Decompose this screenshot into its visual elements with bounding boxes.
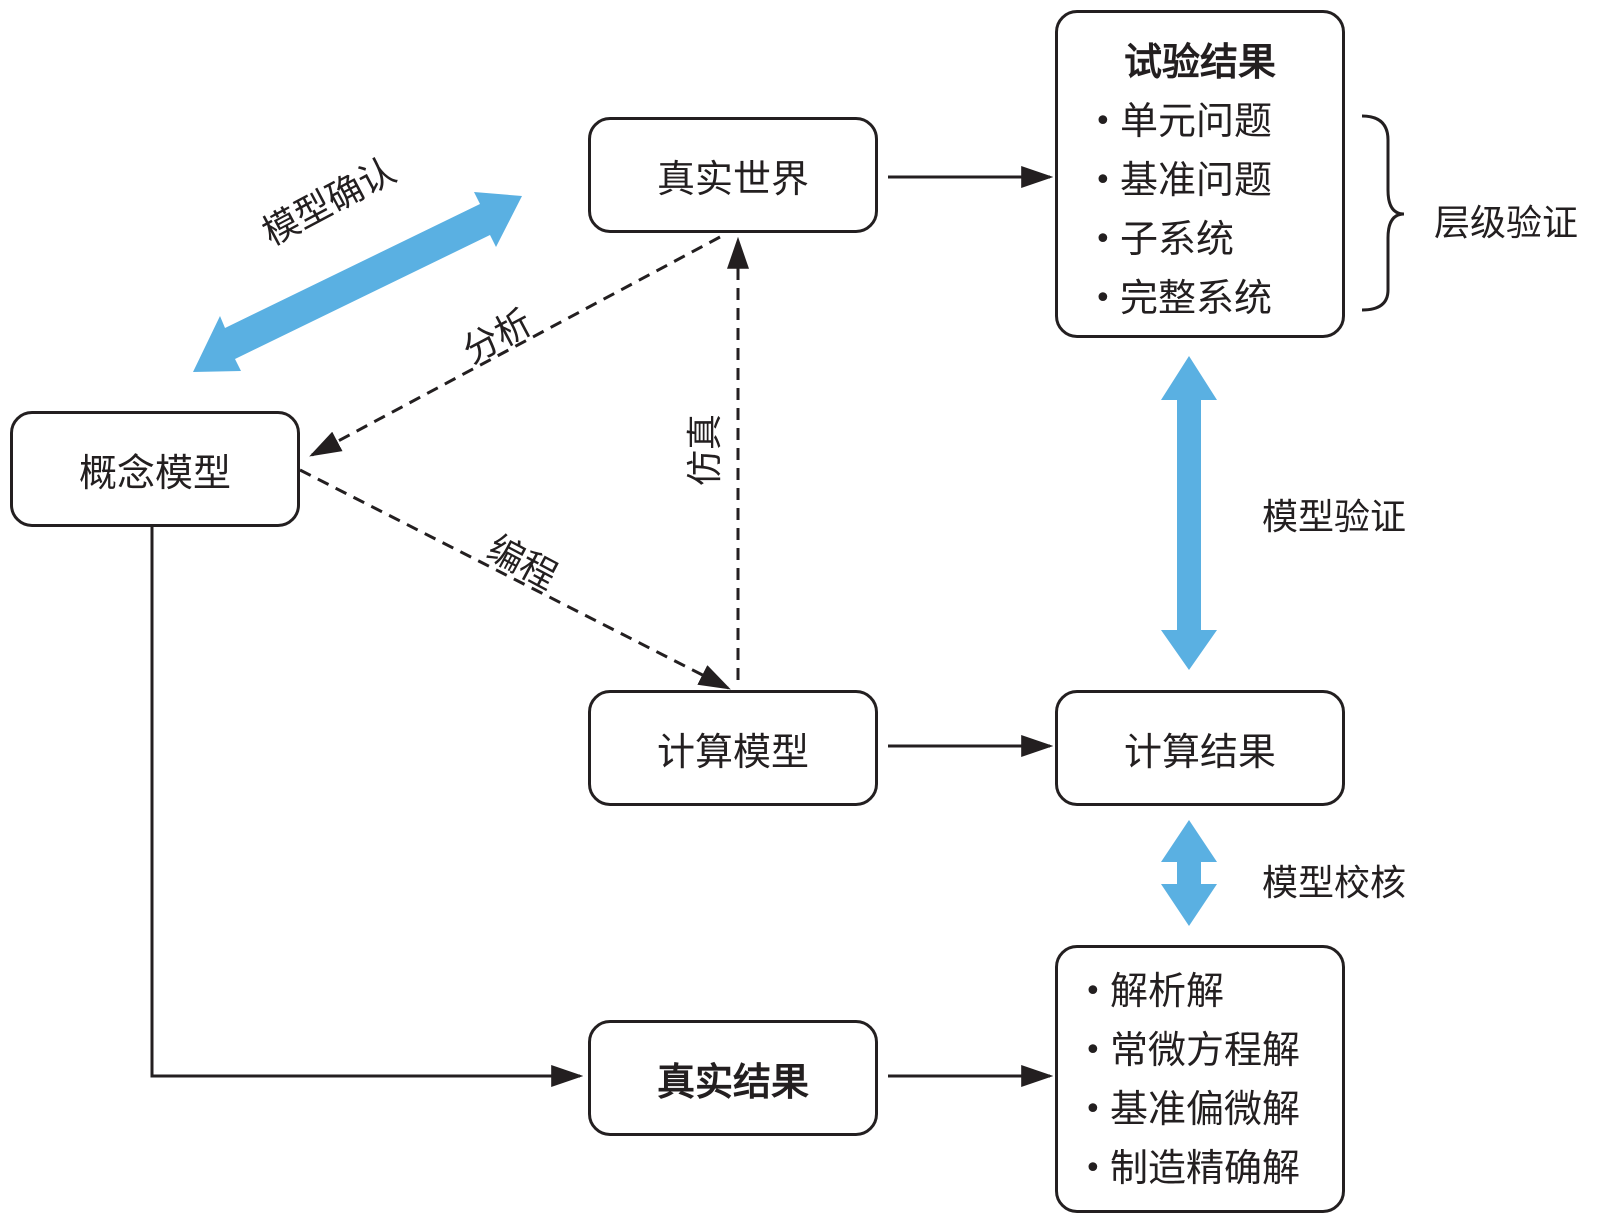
list-item: •常微方程解 — [1084, 1028, 1301, 1072]
node-real-world: 真实世界 — [588, 117, 878, 233]
node-real-results-label: 真实结果 — [656, 1059, 809, 1104]
node-real-world-label: 真实世界 — [656, 156, 809, 201]
label-model-verification-code: 模型校核 — [1262, 863, 1407, 904]
list-item: •子系统 — [1094, 217, 1235, 261]
list-item: •解析解 — [1084, 969, 1225, 1013]
list-item: •完整系统 — [1094, 276, 1273, 320]
list-item: •基准问题 — [1094, 158, 1273, 202]
model-validation-confirm-arrow — [193, 192, 522, 372]
arrow-programming-dashed — [299, 468, 731, 690]
node-computational-model: 计算模型 — [588, 690, 878, 806]
node-solutions: •解析解 •常微方程解 •基准偏微解 •制造精确解 — [1055, 945, 1345, 1213]
list-item: •单元问题 — [1094, 99, 1273, 143]
list-item: •基准偏微解 — [1084, 1087, 1301, 1131]
model-verification-test-arrow — [1161, 356, 1217, 670]
list-item: •制造精确解 — [1084, 1146, 1301, 1190]
node-computational-model-label: 计算模型 — [656, 729, 809, 774]
node-computation-results-label: 计算结果 — [1123, 729, 1276, 774]
label-hierarchical-validation: 层级验证 — [1434, 203, 1579, 244]
hierarchy-brace — [1361, 114, 1405, 312]
label-model-verification-test: 模型验证 — [1262, 497, 1407, 538]
solutions-list: •解析解 •常微方程解 •基准偏微解 •制造精确解 — [1058, 962, 1300, 1198]
node-real-results: 真实结果 — [588, 1020, 878, 1136]
label-simulation: 仿真 — [685, 413, 726, 486]
node-test-results-title: 试验结果 — [1123, 40, 1276, 84]
node-conceptual-model: 概念模型 — [10, 411, 300, 527]
model-verification-code-arrow — [1161, 820, 1217, 926]
node-test-results: 试验结果 •单元问题 •基准问题 •子系统 •完整系统 — [1055, 10, 1345, 338]
node-computation-results: 计算结果 — [1055, 690, 1345, 806]
arrow-conceptual-model-to-real-results — [150, 525, 584, 1087]
test-results-list: •单元问题 •基准问题 •子系统 •完整系统 — [1058, 92, 1272, 328]
arrow-analysis-dashed — [309, 235, 721, 457]
node-conceptual-model-label: 概念模型 — [78, 450, 231, 495]
